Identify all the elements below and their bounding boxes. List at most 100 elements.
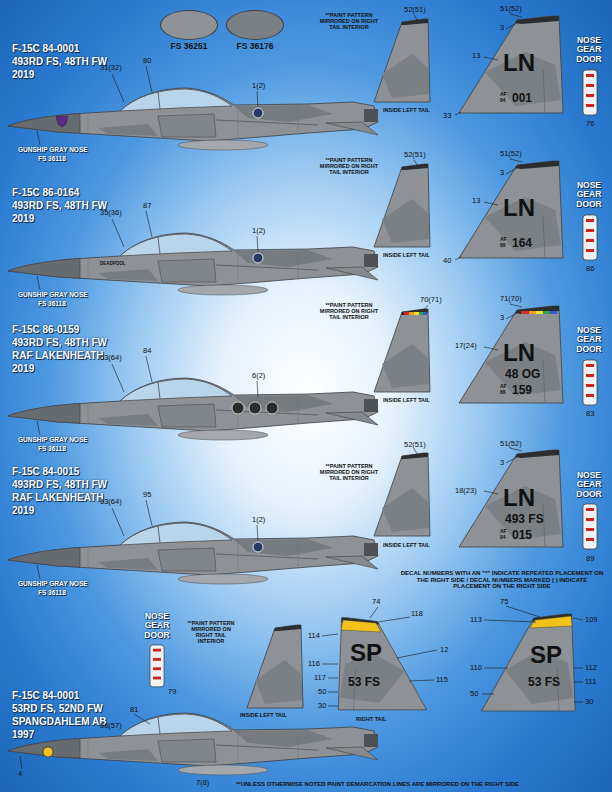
part-label: NOSE GEAR DOOR <box>140 612 174 640</box>
outer-tail <box>482 614 576 711</box>
paint-note: GUNSHIP GRAY NOSE <box>18 291 88 298</box>
callout-number: 6(2) <box>252 372 265 380</box>
inner-tail <box>247 625 303 708</box>
view-label: INSIDE LEFT TAIL <box>383 397 430 403</box>
serial-prefix: AF 86 <box>500 237 509 248</box>
callout-number: 75 <box>500 598 508 606</box>
callout-number: 74 <box>372 598 380 606</box>
paint-note: **PAINT PATTERN MIRRORED ON RIGHT TAIL I… <box>318 157 380 175</box>
aircraft-title: F-15C 84-0001 <box>12 690 79 701</box>
tail-code: LN <box>503 485 535 511</box>
unit-badge <box>253 542 263 552</box>
callout-number: 86 <box>586 265 594 273</box>
sheet-note: DECAL NUMBERS WITH AN "*" INDICATE REPEA… <box>398 570 606 590</box>
aircraft-title: 2019 <box>12 69 34 80</box>
aircraft-title: F-15C 84-0001 <box>12 43 79 54</box>
paint-note: GUNSHIP GRAY NOSE <box>18 580 88 587</box>
color-band <box>404 311 557 315</box>
callout-number: 52(51) <box>404 151 426 159</box>
tail-marking: 48 OG <box>505 368 540 381</box>
callout-number: 70(71) <box>420 296 442 304</box>
aircraft-title: RAF LAKENHEATH <box>12 492 103 503</box>
view-label: INSIDE LEFT TAIL <box>383 252 430 258</box>
tail-marking: 53 FS <box>348 676 380 689</box>
leader-line <box>424 305 428 310</box>
callout-number: 87 <box>143 202 151 210</box>
unit-badge <box>249 402 261 414</box>
paint-note: **PAINT PATTERN MIRRORED ON RIGHT TAIL I… <box>318 302 380 320</box>
legend-label: FS 36251 <box>171 42 208 51</box>
callout-number: 30 <box>318 702 326 710</box>
callout-number: 17(24) <box>455 342 477 350</box>
aircraft-title: RAF LAKENHEATH <box>12 350 103 361</box>
callout-number: 84 <box>143 347 151 355</box>
callout-number: 51(52) <box>500 440 522 448</box>
callout-number: 63(64) <box>100 354 122 362</box>
paint-note: **PAINT PATTERN MIRRORED ON RIGHT TAIL I… <box>182 620 240 644</box>
callout-number: 76 <box>586 120 594 128</box>
aircraft-title: F-15C 86-0159 <box>12 324 79 335</box>
color-swatch <box>226 10 284 40</box>
aircraft-title: 2019 <box>12 213 34 224</box>
callout-number: 1(2) <box>252 227 265 235</box>
tail-marking: 015 <box>512 529 532 542</box>
tail-marking: 493 FS <box>505 513 544 526</box>
callout-number: 112 <box>585 664 597 672</box>
tail-marking: 159 <box>512 384 532 397</box>
callout-number: 50 <box>318 688 326 696</box>
callout-number: 51(52) <box>500 150 522 158</box>
unit-badge <box>253 253 263 263</box>
callout-number: 1(2) <box>252 516 265 524</box>
callout-number: 80 <box>143 57 151 65</box>
tail-band <box>341 620 381 632</box>
aircraft-title: F-15C 86-0164 <box>12 187 79 198</box>
callout-number: 30 <box>585 698 593 706</box>
tail-marking: 001 <box>512 92 532 105</box>
callout-number: 13 <box>472 52 480 60</box>
leader-line <box>20 606 583 769</box>
f15-profile <box>8 713 378 775</box>
callout-number: 95 <box>143 491 151 499</box>
callout-number: 109 <box>585 616 598 624</box>
callout-number: 3 <box>500 459 504 467</box>
part-label: NOSE GEAR DOOR <box>572 181 606 209</box>
serial-prefix: AF 86 <box>500 384 509 395</box>
sheet-note: **UNLESS OTHERWISE NOTED PAINT DEMARCATI… <box>236 781 519 788</box>
tail-code: LN <box>503 340 535 366</box>
callout-number: 40 <box>443 257 451 265</box>
paint-note: **PAINT PATTERN MIRRORED ON RIGHT TAIL I… <box>318 12 380 30</box>
callout-number: 111 <box>585 678 596 686</box>
gear-door <box>150 645 164 687</box>
callout-number: 117 <box>314 674 326 682</box>
color-swatch <box>160 10 218 40</box>
view-label: RIGHT TAIL <box>356 716 386 722</box>
profile-set <box>8 14 597 150</box>
paint-note: FS 36118 <box>38 155 66 162</box>
callout-number: 1(2) <box>252 82 265 90</box>
callout-number: 110 <box>470 664 482 672</box>
callout-number: 33 <box>443 112 451 120</box>
paint-note: FS 36118 <box>38 300 66 307</box>
unit-badge <box>266 402 278 414</box>
tail-code: LN <box>503 50 535 76</box>
callout-number: 13 <box>472 197 480 205</box>
part-label: NOSE GEAR DOOR <box>572 471 606 499</box>
view-label: INSIDE LEFT TAIL <box>240 712 287 718</box>
aircraft-title: 53RD FS, 52ND FW <box>12 703 103 714</box>
tail-code: SP <box>350 640 382 666</box>
aircraft-title: 2019 <box>12 363 34 374</box>
view-label: INSIDE LEFT TAIL <box>383 107 430 113</box>
aircraft-title: 1997 <box>12 729 34 740</box>
callout-number: 3 <box>500 24 504 32</box>
callout-number: 4 <box>18 770 22 778</box>
callout-number: 71(70) <box>500 295 522 303</box>
aircraft-title: 2019 <box>12 505 34 516</box>
leader-line <box>414 160 461 260</box>
callout-number: 18(23) <box>455 487 477 495</box>
paint-note: **PAINT PATTERN MIRRORED ON RIGHT TAIL I… <box>318 463 380 481</box>
callout-number: 3 <box>500 169 504 177</box>
view-label: INSIDE LEFT TAIL <box>383 542 430 548</box>
serial-prefix: AF 84 <box>500 92 509 103</box>
paint-note: GUNSHIP GRAY NOSE <box>18 436 88 443</box>
